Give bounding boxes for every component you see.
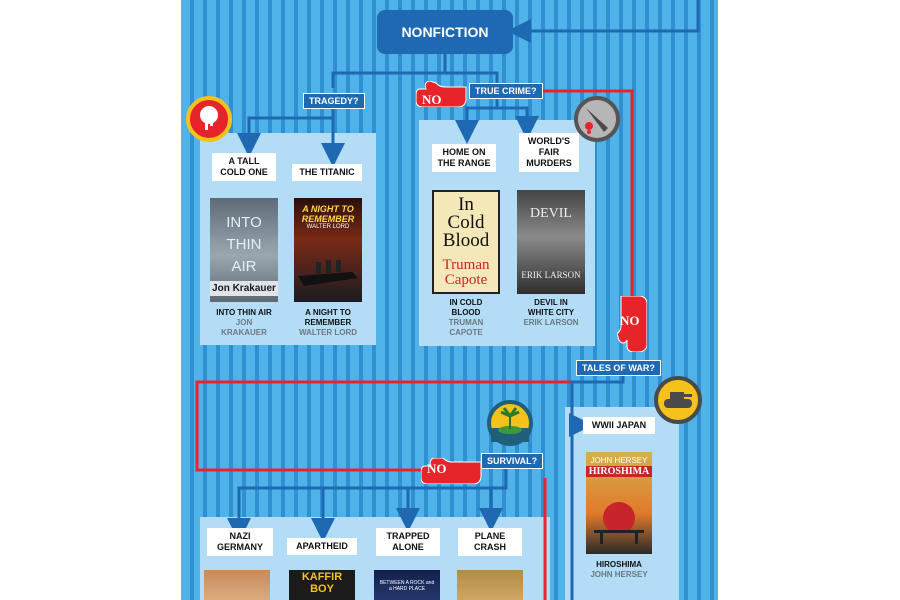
question-tales-of-war: TALES OF WAR? — [576, 360, 661, 376]
no-label-true-crime: NO — [422, 92, 442, 107]
knife-icon — [574, 96, 620, 142]
branch-label-wwii-japan: WWII JAPAN — [583, 417, 655, 434]
book-caption-hiroshima: HIROSHIMA JOHN HERSEY — [590, 560, 648, 579]
book-cover-in-cold-blood: In Cold Blood Truman Capote — [432, 190, 500, 294]
book-cover-plane-crash — [457, 570, 523, 600]
branch-label-nazi-germany: NAZI GERMANY — [207, 528, 273, 556]
question-survival: SURVIVAL? — [481, 453, 544, 469]
drop-icon — [186, 96, 232, 142]
connector-lines — [195, 0, 700, 600]
branch-label-tall-cold-one: A TALL COLD ONE — [212, 153, 276, 181]
branch-label-home-on-range: HOME ON THE RANGE — [432, 144, 496, 172]
book-caption-devil-white-city: DEVIL IN WHITE CITY ERIK LARSON — [523, 298, 579, 327]
no-label-survival: NO — [427, 461, 447, 476]
nonfiction-start-node: NONFICTION — [377, 10, 513, 54]
question-tragedy: TRAGEDY? — [303, 93, 365, 109]
pointing-hand-icon — [416, 81, 467, 107]
branch-label-titanic: THE TITANIC — [292, 164, 362, 181]
book-caption-in-cold-blood: IN COLD BLOOD TRUMAN CAPOTE — [448, 298, 484, 337]
book-caption-into-thin-air: INTO THIN AIR JON KRAKAUER — [216, 308, 272, 337]
pointing-hand-icon — [421, 458, 482, 484]
branch-label-apartheid: APARTHEID — [287, 538, 357, 555]
book-caption-night-to-remember: A NIGHT TO REMEMBER WALTER LORD — [298, 308, 358, 337]
book-cover-hiroshima: JOHN HERSEY HIROSHIMA — [586, 452, 652, 554]
branch-label-plane-crash: PLANE CRASH — [458, 528, 522, 556]
book-cover-devil-white-city: DEVIL ERIK LARSON — [517, 190, 585, 294]
book-cover-into-thin-air: INTO THIN AIR Jon Krakauer — [210, 198, 278, 302]
pointing-hand-icon — [617, 296, 647, 352]
branch-label-trapped-alone: TRAPPED ALONE — [376, 528, 440, 556]
book-cover-night-to-remember: A NIGHT TO REMEMBER WALTER LORD — [294, 198, 362, 302]
tank-icon — [654, 376, 702, 424]
question-true-crime: TRUE CRIME? — [469, 83, 543, 99]
flowchart-poster: NONFICTION TRAGEDY? TRUE CRIME? TALES OF… — [181, 0, 718, 600]
island-icon — [487, 400, 533, 446]
book-cover-kaffir-boy: KAFFIR BOY — [289, 570, 355, 600]
no-label-tales-of-war: NO — [620, 313, 640, 328]
book-cover-rock-hard-place: BETWEEN A ROCK and a HARD PLACE — [374, 570, 440, 600]
branch-label-worlds-fair: WORLD'S FAIR MURDERS — [519, 133, 579, 172]
book-cover-nazi-germany — [204, 570, 270, 600]
